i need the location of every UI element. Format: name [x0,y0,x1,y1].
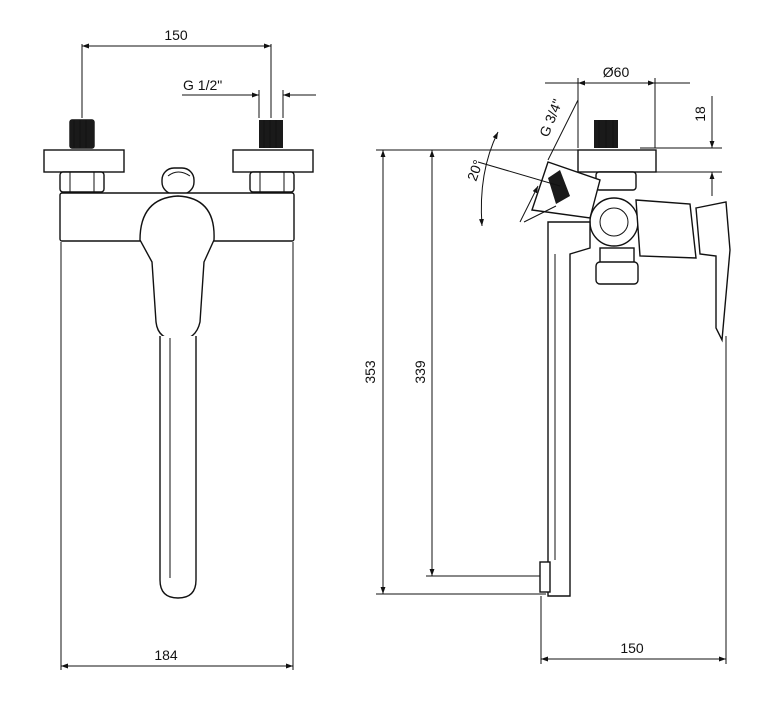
diverter-knob [161,167,195,195]
dim-total-width: 184 [154,647,178,663]
lever-handle [139,195,215,341]
front-view [43,119,314,599]
shower-outlet [531,161,601,219]
dim-top-spacing: 150 [164,27,188,43]
dim-outlet-angle: 20° [464,158,486,183]
front-spout [159,336,197,599]
dim-inlet-thread: G 1/2" [183,77,222,93]
side-lever [695,201,731,343]
dim-total-height: 353 [362,360,378,384]
left-inlet-connector [43,119,125,193]
side-view [531,120,731,597]
dim-outlet-thread: G 3/4" [536,97,566,139]
dim-outlet-diameter: Ø60 [603,64,630,80]
dim-spout-projection: 150 [620,640,644,656]
right-inlet-connector [232,120,314,193]
side-spout [547,221,591,597]
side-body [589,197,639,247]
dim-spout-height: 339 [412,360,428,384]
dim-top-offset: 18 [692,106,708,122]
